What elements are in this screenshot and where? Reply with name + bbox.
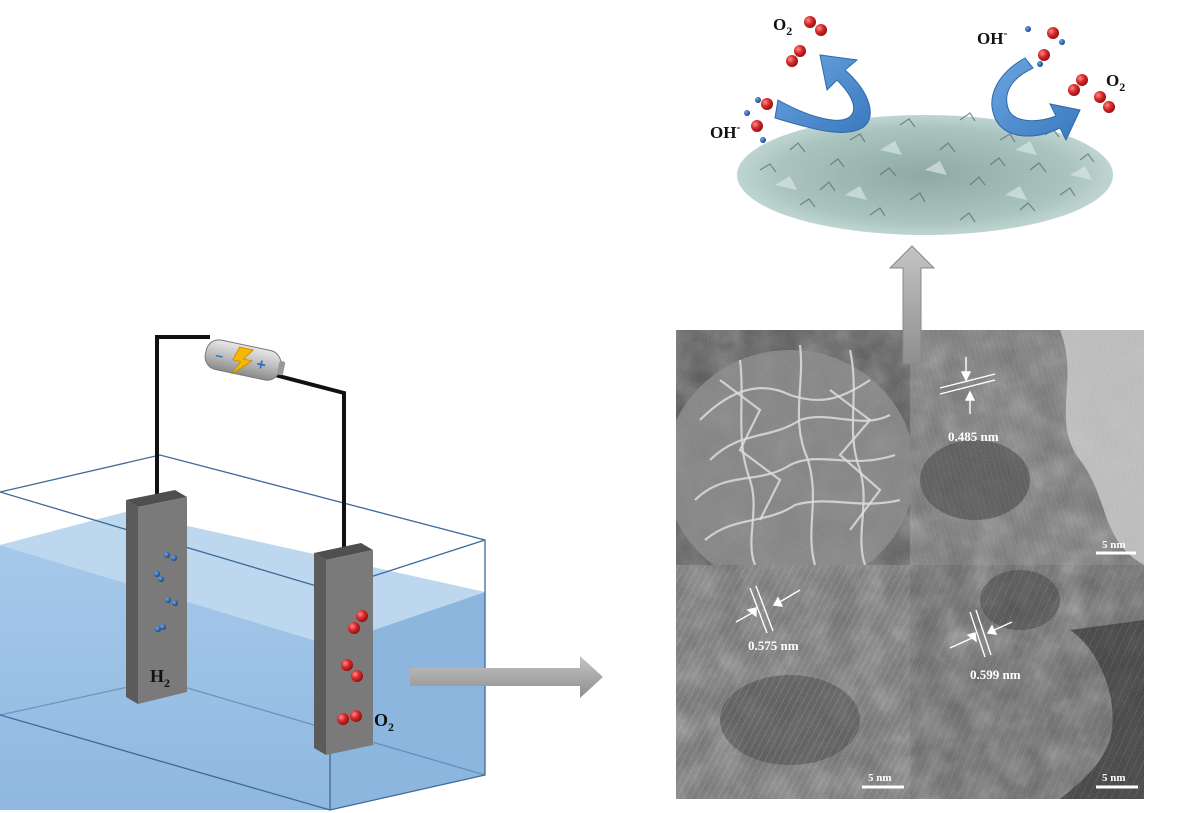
oh-label-right: OH-: [977, 26, 1007, 48]
catalyst-sheet: [737, 112, 1113, 235]
scale-label-2: 5 nm: [868, 772, 892, 784]
battery-plus-label: +: [255, 356, 268, 375]
o2-label-top-left: O2: [773, 15, 792, 38]
curved-arrow-left: [774, 54, 871, 134]
lattice-marker-1: [939, 357, 996, 414]
micrograph-grid: 0.485 nm 5 nm 0.575 nm 5 nm: [676, 330, 1144, 799]
anode-electrode: [314, 543, 373, 755]
electrolysis-cell: – + H2 O2: [0, 335, 486, 811]
h2-bubbles: [154, 552, 178, 632]
o2-label: O2: [374, 710, 394, 734]
lattice-marker-3: [949, 609, 1013, 658]
wire-right: [274, 373, 346, 548]
oh-molecule-left: [744, 97, 773, 143]
o2-label-right: O2: [1106, 71, 1125, 94]
o2-bubbles: [337, 610, 368, 725]
scale-label-3: 5 nm: [1102, 772, 1126, 784]
lattice-spacing-1: 0.485 nm: [948, 429, 999, 444]
hrtem-image-2: [676, 565, 910, 799]
battery-minus-label: –: [214, 346, 225, 363]
cathode-electrode: [126, 490, 187, 704]
oh-molecule-right: [1025, 26, 1065, 67]
arrow-to-catalyst: [888, 245, 936, 365]
sem-image: [676, 330, 910, 565]
hrtem-image-1: [910, 330, 1144, 565]
arrow-to-micrographs: [410, 656, 603, 698]
wire-left: [155, 335, 210, 500]
o2-molecule-left: [786, 16, 827, 67]
lattice-spacing-2: 0.575 nm: [748, 638, 799, 653]
lattice-marker-2: [735, 585, 801, 634]
hrtem-image-3: [910, 565, 1144, 799]
o2-molecule-right: [1068, 74, 1115, 113]
oh-label-left: OH-: [710, 120, 740, 142]
scale-label-1: 5 nm: [1102, 539, 1126, 551]
h2-label: H2: [150, 666, 170, 690]
lattice-spacing-3: 0.599 nm: [970, 667, 1021, 682]
curved-arrow-right: [991, 57, 1081, 142]
battery-icon: – +: [204, 339, 286, 381]
